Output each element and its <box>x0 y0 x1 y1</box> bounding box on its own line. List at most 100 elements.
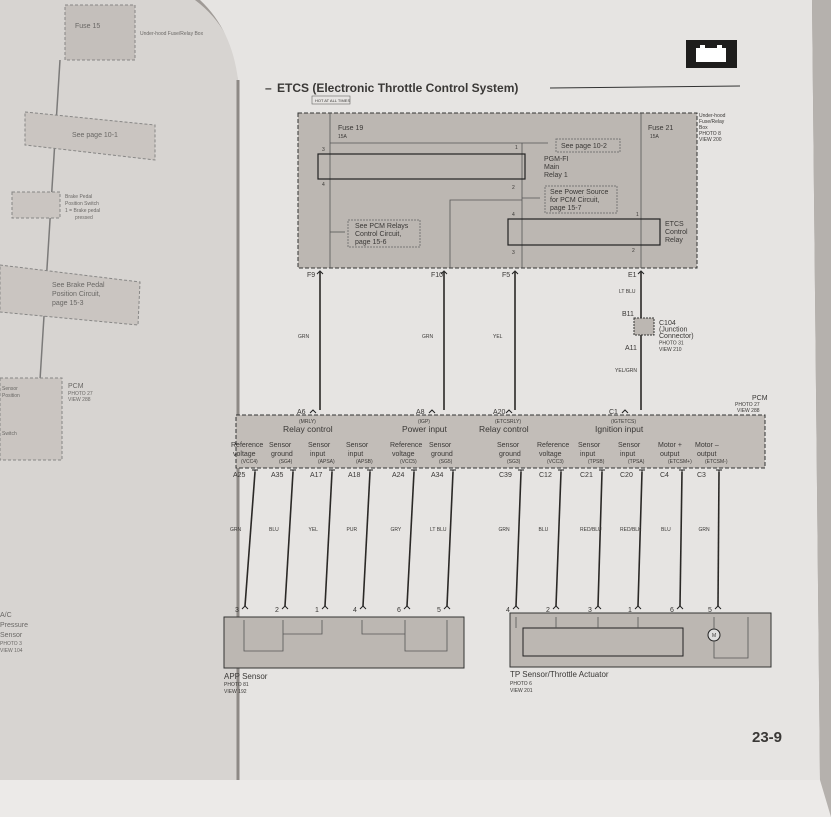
pcm-pin-connector <box>428 409 436 414</box>
sensor-pin-number: 2 <box>546 607 550 614</box>
left-see-brake: page 15-3 <box>52 300 84 307</box>
pcm-pin-function: Sensor <box>269 442 292 449</box>
wire <box>284 471 294 607</box>
pcm-pin-code: (TPSA) <box>628 459 645 465</box>
fuse-box-label-line: Under-hood <box>699 113 726 119</box>
wire-color: PUR <box>347 527 358 533</box>
fuse-box-label-line: PHOTO 8 <box>699 131 721 137</box>
wire <box>717 471 720 607</box>
left-pcm-view: VIEW 288 <box>68 397 91 403</box>
left-see-brake: Position Circuit, <box>52 291 101 298</box>
left-see-brake-box <box>0 264 141 326</box>
tp-sensor-view: VIEW 201 <box>510 688 533 694</box>
pcm-pin-function: Sensor <box>578 442 601 449</box>
pcm-pin-code: (TPSB) <box>588 459 605 465</box>
tp-sensor-name: TP Sensor/Throttle Actuator <box>510 670 609 679</box>
wire <box>679 471 683 607</box>
wire-color: GRY <box>391 527 402 533</box>
sensor-pin-connector <box>714 605 722 610</box>
pcm-pin-code: (MRLY) <box>299 419 316 425</box>
wire-color: BLU <box>269 527 279 533</box>
pcm-pin-connector <box>309 409 317 414</box>
terminal-label: E1 <box>628 272 637 279</box>
pcm-pin-function: output <box>660 451 680 458</box>
pcm-pin-label: A8 <box>416 409 425 416</box>
pcm-pin-label: A18 <box>348 472 361 479</box>
page-title: ETCS (Electronic Throttle Control System… <box>277 81 518 95</box>
pcm-pin-label: C3 <box>697 472 706 479</box>
sensor-pin-number: 2 <box>275 607 279 614</box>
fuse19-label: Fuse 19 <box>338 125 363 132</box>
left-see-page: See page 10-1 <box>72 132 118 139</box>
pcm-pin-label: A17 <box>310 472 323 479</box>
pcm-pin-function: voltage <box>233 451 256 458</box>
pcm-pin-code: (VCC3) <box>547 459 564 465</box>
left-ac-label: PHOTO 3 <box>0 641 22 647</box>
wire-color: LT BLU <box>619 289 636 295</box>
pcm-pin-label: A24 <box>392 472 405 479</box>
fuse-box-label-line: VIEW 200 <box>699 137 722 143</box>
wire-color: RED/BLU <box>580 527 602 533</box>
pcm-pin-function: Relay control <box>479 424 529 434</box>
left-wire <box>39 59 61 381</box>
wire <box>244 471 256 607</box>
pcm-pin-function: voltage <box>392 451 415 458</box>
see-power-source: for PCM Circuit, <box>550 197 599 204</box>
pcm-pin-function: input <box>348 451 363 458</box>
junction-pin-b: B11 <box>622 311 634 318</box>
pcm-pin-code: (ETCSM-) <box>705 459 728 465</box>
relay-pin-number: 4 <box>322 182 325 188</box>
sensor-pin-connector <box>241 605 249 610</box>
wire-color: GRN <box>230 527 242 533</box>
pcm-pin-function: Relay control <box>283 424 333 434</box>
page-edge <box>812 0 831 817</box>
battery-icon <box>686 40 737 68</box>
pcm-pin-function: Sensor <box>497 442 520 449</box>
sensor-pin-connector <box>676 605 684 610</box>
sensor-pin-connector <box>512 605 520 610</box>
pcm-pin-function: Sensor <box>429 442 452 449</box>
left-pcm-photo: PHOTO 27 <box>68 391 93 397</box>
left-ac-label: Sensor <box>0 632 23 639</box>
sensor-pin-connector <box>403 605 411 610</box>
pcm-pin-label: A35 <box>271 472 284 479</box>
sensor-pin-connector <box>552 605 560 610</box>
sensor-pin-connector <box>594 605 602 610</box>
terminal-connector <box>511 270 519 275</box>
etcs-relay-label: Relay <box>665 237 683 244</box>
pcm-pin-function: input <box>310 451 325 458</box>
page-title-dash: – <box>265 81 272 95</box>
left-ac-label: A/C <box>0 612 12 619</box>
pcm-pin-function: Reference <box>537 442 569 449</box>
tp-sensor-element <box>522 627 684 657</box>
see-power-source: See Power Source <box>550 189 608 196</box>
left-page-diagram: Fuse 15 Under-hood Fuse/Relay Box See pa… <box>0 4 204 654</box>
wire <box>597 471 603 607</box>
relay-pin-number: 2 <box>632 248 635 254</box>
wire <box>406 471 415 607</box>
main-relay-label: Relay 1 <box>544 172 568 179</box>
sensor-pin-number: 6 <box>670 607 674 614</box>
terminal-label: F9 <box>307 272 315 279</box>
left-see-brake: See Brake Pedal <box>52 282 105 289</box>
page-stack <box>0 780 831 817</box>
pcm-view: VIEW 288 <box>737 408 760 414</box>
wire-color: BLU <box>661 527 671 533</box>
relay-pin-number: 1 <box>515 145 518 151</box>
pcm-pin-function: voltage <box>539 451 562 458</box>
wire <box>637 471 643 607</box>
sensor-pin-number: 6 <box>397 607 401 614</box>
pcm-pin-code: (VCC5) <box>400 459 417 465</box>
pcm-pin-function: Ignition input <box>595 424 644 434</box>
wire-color: YEL/GRN <box>615 368 637 374</box>
junction-label-line: Connector) <box>659 333 694 340</box>
terminal-connector <box>440 270 448 275</box>
hot-label-box <box>311 95 351 105</box>
left-ac-label: Pressure <box>0 622 28 629</box>
pcm-pin-function: output <box>697 451 717 458</box>
relay-pin-number: 3 <box>512 250 515 256</box>
main-relay <box>317 153 526 180</box>
pcm-pin-function: ground <box>431 451 453 458</box>
wire <box>515 471 522 607</box>
wire-color: LT BLU <box>430 527 447 533</box>
